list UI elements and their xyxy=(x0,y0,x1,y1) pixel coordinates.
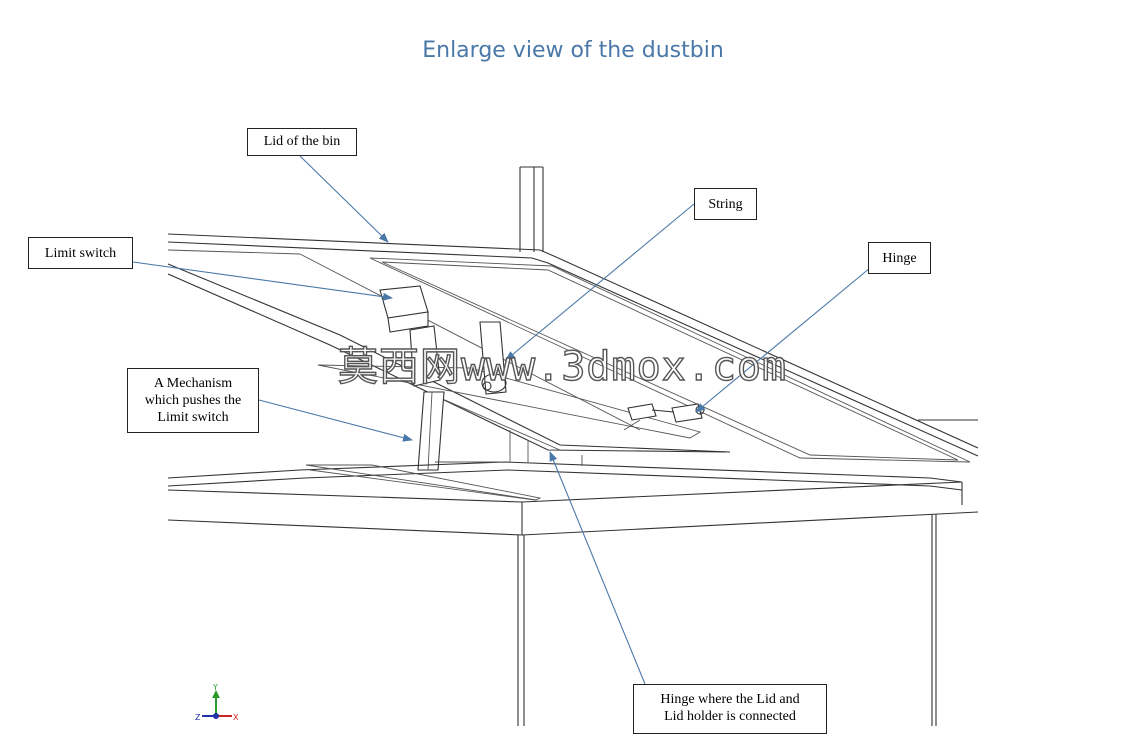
label-mechanism-line1: A Mechanism xyxy=(153,376,233,391)
label-limit-switch-text: Limit switch xyxy=(44,246,117,261)
leader-string xyxy=(505,203,695,361)
limit-switch-block xyxy=(379,285,507,395)
label-lid-of-bin: Lid of the bin xyxy=(247,128,357,156)
leader-hinge-lid-holder xyxy=(549,451,646,685)
label-mechanism: A Mechanism which pushes the Limit switc… xyxy=(127,368,259,433)
leader-mechanism xyxy=(258,399,413,442)
leader-lines xyxy=(132,155,871,685)
label-hinge: Hinge xyxy=(868,242,931,274)
label-hinge-lid-holder: Hinge where the Lid and Lid holder is co… xyxy=(633,684,827,734)
watermark-text: 莫西网www.3dmox.com xyxy=(337,343,788,390)
label-mechanism-line3: Limit switch xyxy=(157,410,229,425)
push-mechanism xyxy=(417,391,445,471)
axis-triad: X Y Z xyxy=(195,683,239,722)
axis-y-label: Y xyxy=(212,683,218,692)
bin-body xyxy=(167,430,979,726)
support-pole xyxy=(519,166,544,252)
page-title: Enlarge view of the dustbin xyxy=(422,38,724,63)
label-hinge-lid-line1: Hinge where the Lid and xyxy=(660,692,800,707)
label-limit-switch: Limit switch xyxy=(28,237,133,269)
leader-lid xyxy=(299,155,389,243)
label-string-text: String xyxy=(708,197,743,212)
label-string: String xyxy=(694,188,757,220)
label-hinge-text: Hinge xyxy=(882,251,917,266)
bin-lid xyxy=(167,233,979,463)
leader-hinge xyxy=(695,267,871,413)
label-lid-text: Lid of the bin xyxy=(263,134,341,149)
hinge-part xyxy=(623,403,705,431)
label-mechanism-line2: which pushes the xyxy=(144,393,242,408)
leader-limit-switch xyxy=(132,261,393,301)
label-hinge-lid-line2: Lid holder is connected xyxy=(664,709,796,724)
axis-x-label: X xyxy=(233,713,239,722)
axis-z-label: Z xyxy=(195,713,201,722)
